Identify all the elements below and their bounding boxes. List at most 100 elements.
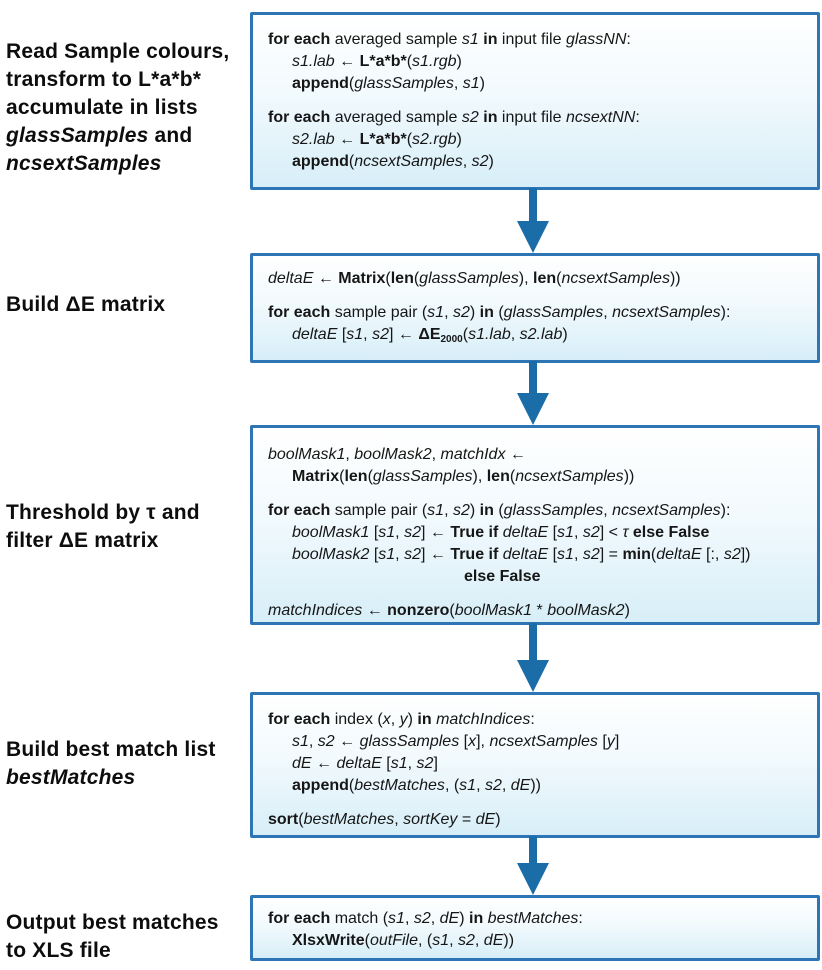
text-segment: len [344,468,368,485]
text-segment: ) [479,75,485,92]
text-segment: s2 [471,153,489,170]
text-segment: Matrix [292,468,340,485]
text-segment: s1 [378,524,396,541]
text-segment: glassSamples [372,468,473,485]
text-segment: ( [650,546,657,563]
text-segment: s2 [452,304,470,321]
text-segment: in [417,711,432,728]
text-segment: ) [459,910,469,927]
text-segment: , [345,446,355,463]
text-segment: deltaE [656,546,702,563]
text-segment: ( [449,602,455,619]
text-segment: and [148,124,193,147]
text-segment: ) [456,131,462,148]
text-segment: * [532,602,548,619]
down-arrow-icon [517,623,549,692]
text-segment: s1 [459,777,477,794]
code-line: deltaE [s1, s2] ← ΔE2000(s1.lab, s2.lab) [268,324,809,351]
text-segment: 2000 [440,334,463,345]
text-segment: ] ← [388,326,419,343]
text-segment: deltaE [292,326,338,343]
text-segment: s2.rgb [412,131,457,148]
text-segment: boolMask1 [292,524,370,541]
arrow-stem [529,188,537,225]
step-label-line: ncsextSamples [6,150,248,178]
text-segment: s2 [582,546,600,563]
text-segment: , [394,811,404,828]
text-segment: boolMask1 [454,602,533,619]
text-segment: , [395,524,405,541]
step-label-line: glassSamples and [6,122,248,150]
code-line: s1, s2 ← glassSamples [x], ncsextSamples… [268,731,809,753]
code-line: boolMask1, boolMask2, matchIdx ← [268,444,809,466]
text-segment: s1 [378,546,396,563]
text-segment: in [469,910,484,927]
text-segment: len [533,270,557,287]
text-segment: [:, [701,546,724,563]
down-arrow-icon [517,361,549,425]
text-segment: True if [450,524,499,541]
text-segment: s2 [452,502,470,519]
text-segment: ( [493,502,504,519]
text-segment: ncsextSamples [612,502,721,519]
text-segment: s1 [432,932,450,949]
text-segment: ] ← [420,524,451,541]
text-segment: for each [268,109,331,126]
text-segment: ) [624,602,630,619]
text-segment: [ [459,733,469,750]
text-segment: , ( [417,932,433,949]
text-segment: L*a*b* [359,131,407,148]
text-segment: in [483,31,498,48]
text-segment: for each [268,502,331,519]
text-segment: ) [456,53,462,70]
arrow-stem [529,836,537,867]
text-segment: , [430,910,440,927]
text-segment: = [457,811,476,828]
text-segment: s2 [404,524,421,541]
text-segment: ( [348,777,355,794]
text-segment: in [479,502,494,519]
text-segment: s2 [723,546,741,563]
text-segment: s1.lab [468,326,511,343]
text-segment: s1 [462,75,480,92]
text-segment: , [501,777,511,794]
text-segment: , [573,524,583,541]
text-segment: s2 [413,910,431,927]
code-line: append(bestMatches, (s1, s2, dE)) [268,775,809,797]
text-segment: ← [334,733,360,750]
step-label-build-deltae-matrix: Build ΔE matrix [6,291,248,319]
text-segment: , [404,910,414,927]
step-label-line: filter ΔE matrix [6,527,248,555]
text-segment: , [449,932,458,949]
text-segment: deltaE [268,270,314,287]
text-segment: , [444,304,453,321]
code-line: sort(bestMatches, sortKey = dE) [268,809,809,831]
text-segment: ( [348,153,355,170]
text-segment: s2 [582,524,600,541]
text-segment: ncsextNN [565,109,636,126]
text-segment: x [468,733,477,750]
text-segment: for each [268,31,331,48]
text-segment: ncsextSamples [6,152,162,175]
text-segment: [ [597,733,607,750]
text-segment: , [453,75,463,92]
text-segment: s1 [427,502,445,519]
blank-line [268,95,809,107]
text-segment: nonzero [387,602,450,619]
code-line: append(glassSamples, s1) [268,73,809,95]
text-segment: , ( [444,777,460,794]
text-segment: ] [433,755,438,772]
text-segment: ( [413,270,420,287]
text-segment: for each [268,910,331,927]
text-segment: , [462,153,472,170]
text-segment: ( [509,468,516,485]
text-segment: s1 [427,304,445,321]
text-segment: append [292,777,349,794]
text-segment: : [635,109,640,126]
text-segment: glassNN [565,31,627,48]
text-segment: outFile [369,932,418,949]
text-segment: ) [562,326,568,343]
text-segment: ← [334,131,360,148]
text-segment: glassSamples [354,75,454,92]
